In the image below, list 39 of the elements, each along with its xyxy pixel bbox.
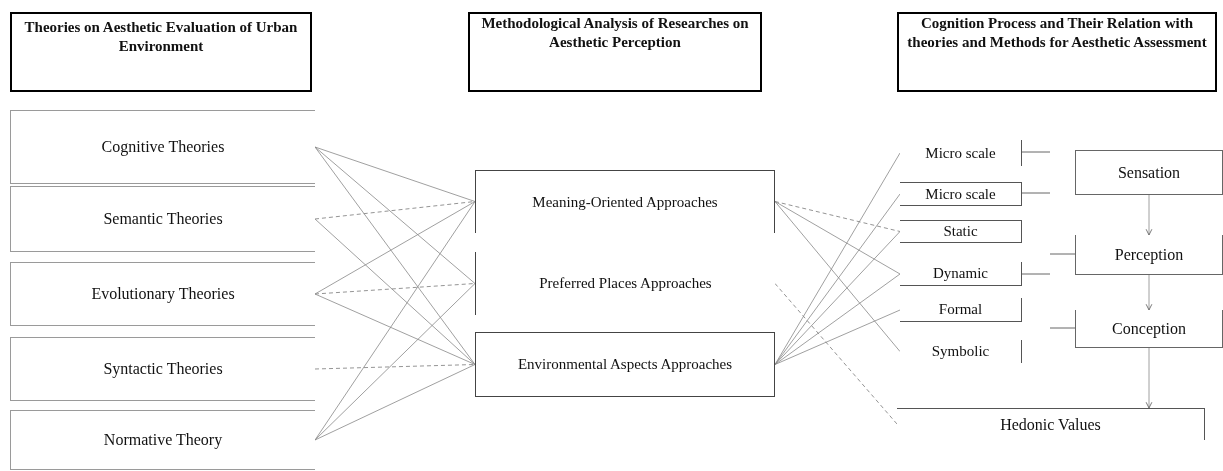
theory-box: Normative Theory bbox=[10, 410, 315, 470]
approach-box: Preferred Places Approaches bbox=[475, 252, 775, 315]
connector-line bbox=[774, 283, 898, 425]
process-box: Hedonic Values bbox=[897, 408, 1205, 440]
connector-line bbox=[774, 231, 901, 365]
connector-line bbox=[314, 364, 476, 370]
aspect-box: Formal bbox=[900, 298, 1022, 322]
approach-box: Environmental Aspects Approaches bbox=[475, 332, 775, 397]
theory-box: Evolutionary Theories bbox=[10, 262, 315, 326]
connector-line bbox=[774, 309, 901, 365]
connector-line bbox=[774, 273, 901, 365]
connector-line bbox=[314, 146, 476, 365]
connector-line bbox=[774, 152, 901, 365]
theory-box: Syntactic Theories bbox=[10, 337, 315, 401]
connector-line bbox=[314, 283, 476, 441]
connector-line bbox=[314, 201, 476, 441]
theory-box: Semantic Theories bbox=[10, 186, 315, 252]
header-box: Theories on Aesthetic Evaluation of Urban Environment bbox=[10, 12, 312, 92]
process-box: Conception bbox=[1075, 310, 1223, 348]
approach-box: Meaning-Oriented Approaches bbox=[475, 170, 775, 233]
aspect-box: Static bbox=[900, 220, 1022, 243]
header-box: Cognition Process and Their Relation with theories and Methods for Aesthetic Assessment bbox=[897, 12, 1217, 92]
aspect-box: Dynamic bbox=[900, 262, 1022, 286]
connector-line bbox=[314, 283, 476, 295]
process-box: Perception bbox=[1075, 235, 1223, 275]
connector-line bbox=[314, 201, 476, 295]
connector-line bbox=[314, 218, 476, 365]
connector-line bbox=[314, 146, 476, 202]
connector-line bbox=[774, 201, 901, 232]
connector-line bbox=[314, 293, 476, 365]
connector-line bbox=[774, 201, 901, 275]
connector-line bbox=[314, 364, 476, 441]
aspect-box: Micro scale bbox=[900, 140, 1022, 166]
aspect-box: Micro scale bbox=[900, 182, 1022, 206]
theory-box: Cognitive Theories bbox=[10, 110, 315, 184]
process-box: Sensation bbox=[1075, 150, 1223, 195]
header-box: Methodological Analysis of Researches on Aesthetic Perception bbox=[468, 12, 762, 92]
connector-line bbox=[314, 146, 476, 284]
aspect-box: Symbolic bbox=[900, 340, 1022, 363]
